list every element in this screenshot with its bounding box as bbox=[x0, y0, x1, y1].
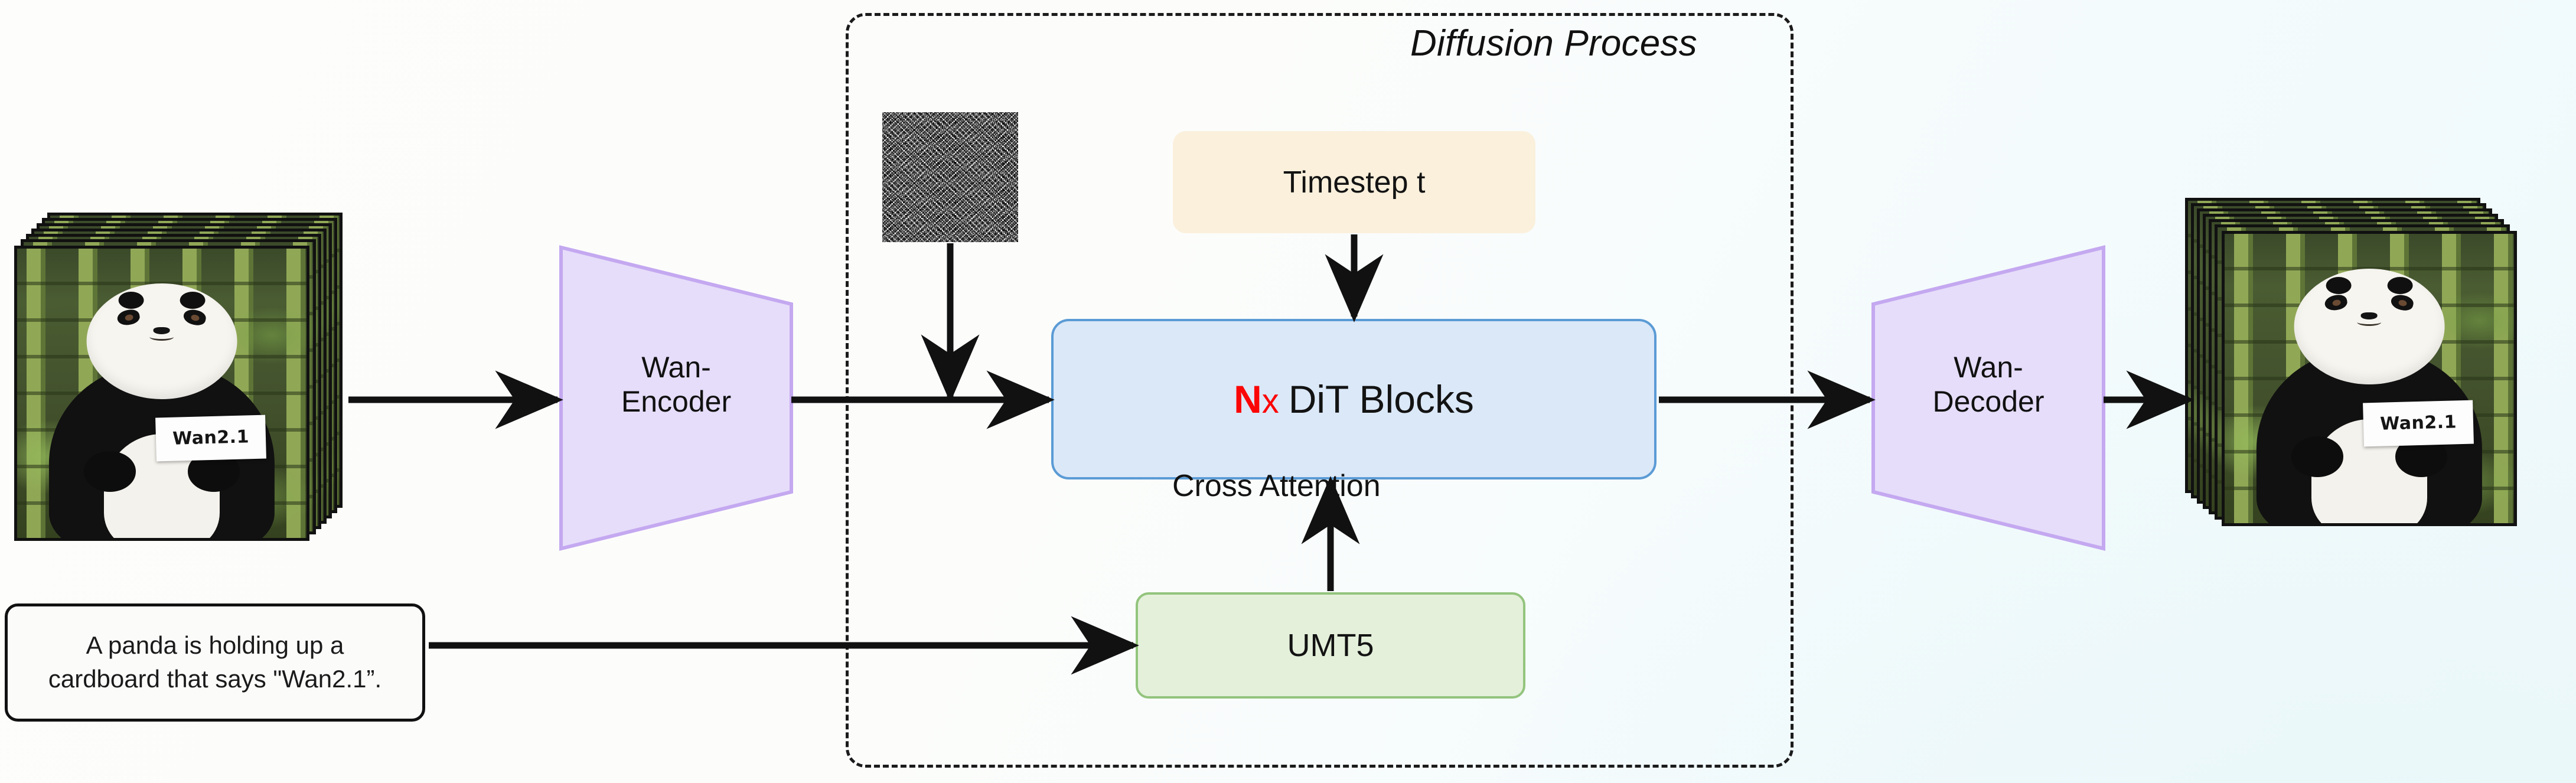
cross-attention-label: Cross Attention bbox=[1172, 469, 1381, 503]
wan-decoder-label: Wan- Decoder bbox=[1932, 351, 2045, 418]
diffusion-process-label: Diffusion Process bbox=[1410, 23, 1697, 64]
panda-sign: Wan2.1 bbox=[2363, 400, 2474, 447]
decoder-trapezoid-shape bbox=[1871, 245, 2105, 551]
prompt-text-box[interactable]: A panda is holding up a cardboard that s… bbox=[5, 603, 425, 722]
input-video-frames: Wan2.1 bbox=[14, 213, 345, 543]
panda-sign: Wan2.1 bbox=[155, 415, 267, 462]
timestep-label: Timestep t bbox=[1283, 165, 1426, 200]
timestep-box[interactable]: Timestep t bbox=[1173, 131, 1535, 233]
dit-blocks-box[interactable]: Nx DiT Blocks bbox=[1051, 319, 1657, 479]
video-frame-front: Wan2.1 bbox=[14, 246, 309, 541]
gaussian-noise-patch bbox=[882, 112, 1018, 242]
dit-blocks-label: DiT Blocks bbox=[1288, 377, 1474, 421]
video-frame-front: Wan2.1 bbox=[2222, 231, 2517, 526]
encoder-trapezoid-shape bbox=[559, 245, 793, 551]
diffusion-process-region bbox=[846, 13, 1794, 768]
prompt-line-2: cardboard that says "Wan2.1”. bbox=[48, 665, 382, 693]
dit-repeat-count: Nx bbox=[1234, 377, 1279, 421]
panda-ear-left bbox=[118, 291, 144, 309]
panda-sign-text: Wan2.1 bbox=[172, 426, 250, 450]
panda-ear-right bbox=[180, 291, 206, 309]
panda-sign-text: Wan2.1 bbox=[2379, 412, 2457, 435]
panda-eye-left bbox=[116, 308, 142, 328]
wan-decoder-block[interactable]: Wan- Decoder bbox=[1871, 245, 2106, 551]
panda-nose bbox=[153, 327, 170, 335]
panda-eye-right bbox=[182, 308, 208, 328]
wan-encoder-label: Wan- Encoder bbox=[621, 351, 732, 418]
prompt-line-1: A panda is holding up a bbox=[86, 631, 344, 660]
umt5-text-encoder-box[interactable]: UMT5 bbox=[1136, 592, 1525, 699]
wan-encoder-block[interactable]: Wan- Encoder bbox=[559, 245, 794, 551]
output-video-frames: Wan2.1 bbox=[2185, 198, 2517, 528]
umt5-label: UMT5 bbox=[1287, 628, 1374, 663]
